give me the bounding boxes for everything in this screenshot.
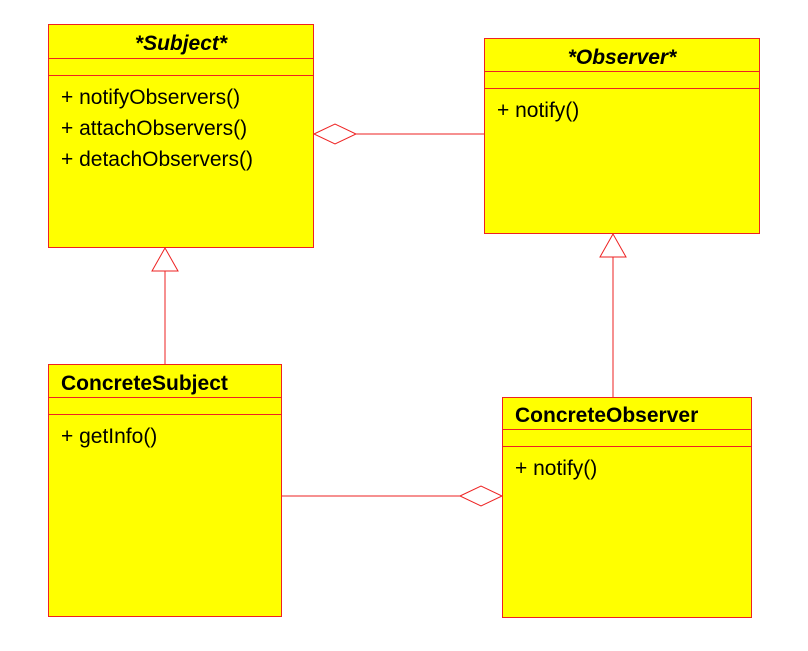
class-observer[interactable]: *Observer* + notify(): [484, 38, 760, 234]
class-concrete-observer[interactable]: ConcreteObserver + notify(): [502, 397, 752, 618]
operations-compartment-concrete-observer: + notify(): [503, 447, 751, 484]
operations-separator-observer: [485, 88, 759, 89]
operations-compartment-subject: + notifyObservers() + attachObservers() …: [49, 76, 313, 175]
operations-compartment-concrete-subject: + getInfo(): [49, 415, 281, 452]
operations-compartment-observer: + notify(): [485, 89, 759, 126]
operations-separator-subject: [49, 75, 313, 76]
operations-separator-concrete-observer: [503, 446, 751, 447]
operation-detach-observers: + detachObservers(): [61, 148, 253, 171]
operation-notify-observers: + notifyObservers(): [61, 86, 241, 109]
class-name-subject: *Subject*: [134, 32, 228, 55]
generalization-arrow-subject: [151, 246, 179, 272]
class-name-observer: *Observer*: [567, 46, 677, 69]
class-name-concrete-subject: ConcreteSubject: [61, 372, 228, 395]
operation-get-info: + getInfo(): [61, 425, 158, 448]
class-concrete-subject[interactable]: ConcreteSubject + getInfo(): [48, 364, 282, 617]
attributes-compartment-subject: [49, 58, 313, 75]
operation-notify: + notify(): [497, 99, 580, 122]
class-subject[interactable]: *Subject* + notifyObservers() + attachOb…: [48, 24, 314, 248]
operation-attach-observers: + attachObservers(): [61, 117, 248, 140]
class-name-concrete-observer: ConcreteObserver: [515, 404, 699, 427]
attributes-compartment-concrete-observer: [503, 429, 751, 446]
attributes-compartment-observer: [485, 71, 759, 88]
operation-notify-concrete: + notify(): [515, 457, 598, 480]
aggregation-diamond-subject: [312, 123, 358, 145]
operations-separator-concrete-subject: [49, 414, 281, 415]
aggregation-diamond-concrete-observer: [458, 485, 504, 507]
attributes-compartment-concrete-subject: [49, 397, 281, 414]
generalization-arrow-observer: [599, 232, 627, 258]
